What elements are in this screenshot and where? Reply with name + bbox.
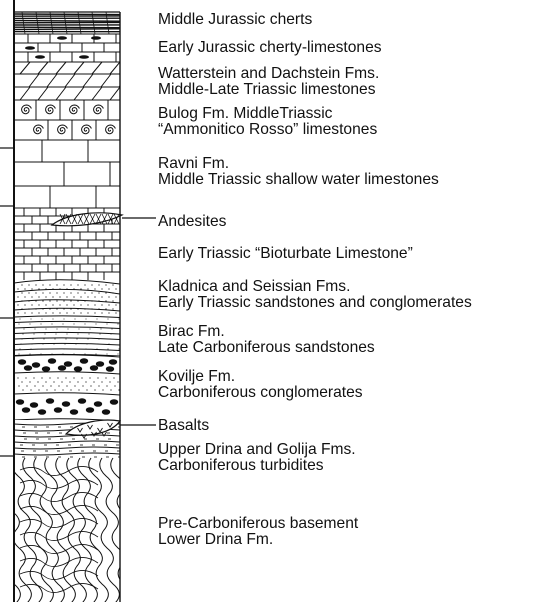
- label-ravni: Ravni Fm. Middle Triassic shallow water …: [158, 156, 439, 188]
- unit-birac: [14, 314, 120, 356]
- label-bioturbate: Early Triassic “Bioturbate Limestone”: [158, 246, 413, 262]
- unit-bulog: [14, 100, 120, 140]
- label-birac: Birac Fm. Late Carboniferous sandstones: [158, 324, 375, 356]
- label-bulog: Bulog Fm. MiddleTriassic “Ammonitico Ros…: [158, 106, 377, 138]
- label-drina-golija-line-2: Carboniferous turbidites: [158, 458, 356, 474]
- label-kovilje: Kovilje Fm. Carboniferous conglomerates: [158, 369, 363, 401]
- label-basalts: Basalts: [158, 418, 209, 434]
- label-andesites: Andesites: [158, 214, 226, 230]
- unit-watterstein-dachstein: [14, 62, 129, 100]
- label-drina-golija-line-1: Upper Drina and Golija Fms.: [158, 442, 356, 458]
- label-andesites-line-1: Andesites: [158, 214, 226, 230]
- column-axis: [0, 0, 14, 602]
- label-basement-line-2: Lower Drina Fm.: [158, 532, 358, 548]
- label-birac-line-2: Late Carboniferous sandstones: [158, 340, 375, 356]
- label-ravni-line-1: Ravni Fm.: [158, 156, 439, 172]
- label-cherty-limestones: Early Jurassic cherty-limestones: [158, 40, 382, 56]
- label-bulog-line-1: Bulog Fm. MiddleTriassic: [158, 106, 377, 122]
- label-basalts-line-1: Basalts: [158, 418, 209, 434]
- label-kladnica-seissian-line-2: Early Triassic sandstones and conglomera…: [158, 295, 472, 311]
- label-birac-line-1: Birac Fm.: [158, 324, 375, 340]
- unit-cherty-limestones: [14, 34, 120, 62]
- unit-kladnica-seissian: [14, 280, 120, 314]
- unit-ravni: [14, 140, 120, 208]
- label-kladnica-seissian: Kladnica and Seissian Fms. Early Triassi…: [158, 279, 472, 311]
- label-kovilje-line-2: Carboniferous conglomerates: [158, 385, 363, 401]
- label-drina-golija: Upper Drina and Golija Fms. Carboniferou…: [158, 442, 356, 474]
- label-basement-line-1: Pre-Carboniferous basement: [158, 516, 358, 532]
- label-watterstein-dachstein-line-1: Watterstein and Dachstein Fms.: [158, 66, 379, 82]
- label-cherty-limestones-line-1: Early Jurassic cherty-limestones: [158, 40, 382, 56]
- label-cherts: Middle Jurassic cherts: [158, 12, 312, 28]
- unit-kovilje: [14, 355, 120, 421]
- label-bulog-line-2: “Ammonitico Rosso” limestones: [158, 122, 377, 138]
- label-cherts-line-1: Middle Jurassic cherts: [158, 12, 312, 28]
- label-kovilje-line-1: Kovilje Fm.: [158, 369, 363, 385]
- label-bioturbate-line-1: Early Triassic “Bioturbate Limestone”: [158, 246, 413, 262]
- label-kladnica-seissian-line-1: Kladnica and Seissian Fms.: [158, 279, 472, 295]
- unit-cherts: [14, 12, 120, 34]
- label-watterstein-dachstein: Watterstein and Dachstein Fms. Middle-La…: [158, 66, 379, 98]
- label-basement: Pre-Carboniferous basement Lower Drina F…: [158, 516, 358, 548]
- label-watterstein-dachstein-line-2: Middle-Late Triassic limestones: [158, 82, 379, 98]
- label-ravni-line-2: Middle Triassic shallow water limestones: [158, 172, 439, 188]
- unit-basement: [0, 458, 163, 602]
